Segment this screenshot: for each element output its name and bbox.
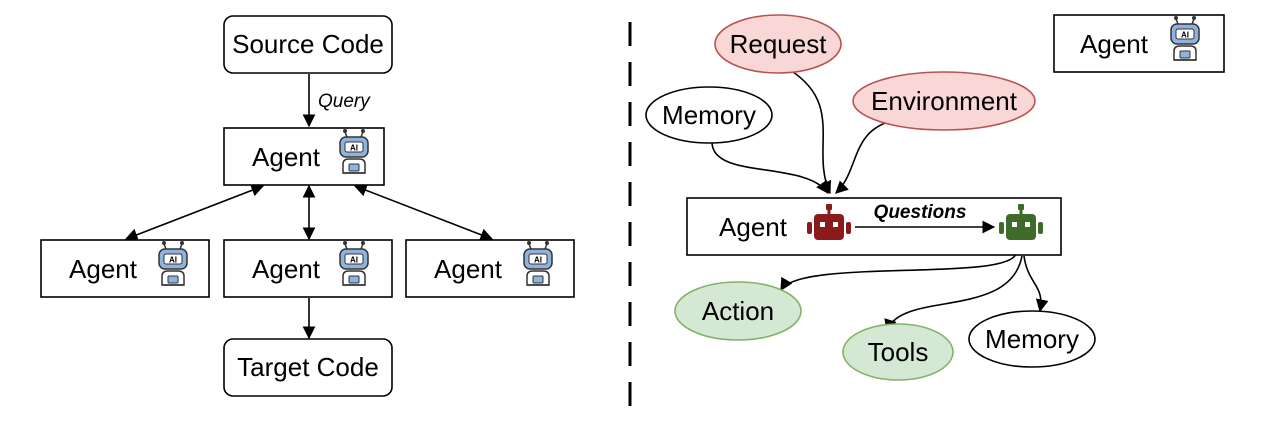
source-code-node: Source Code bbox=[223, 15, 393, 74]
robot-green-eye-right bbox=[1025, 222, 1030, 227]
environment-label: Environment bbox=[871, 86, 1018, 116]
edge-agent-to-memory bbox=[1023, 255, 1049, 313]
legend-agent-label: Agent bbox=[1080, 29, 1149, 59]
robot-red-eye-left bbox=[820, 222, 825, 227]
robot-green-eye-left bbox=[1012, 222, 1017, 227]
agent-main-node: Agent bbox=[223, 127, 385, 186]
agent-node: Agent Questions bbox=[686, 197, 1062, 256]
tools-node: Tools bbox=[842, 323, 954, 381]
agent-c-label: Agent bbox=[434, 254, 503, 284]
tools-label: Tools bbox=[868, 337, 929, 367]
right-panel: Request Memory Environment Agent Agent Q… bbox=[645, 14, 1225, 381]
edge-memory-to-agent bbox=[711, 141, 829, 195]
edge-request-to-agent bbox=[789, 69, 831, 195]
robot-red-eye-right bbox=[833, 222, 838, 227]
request-node: Request bbox=[714, 14, 842, 74]
edge-environment-to-agent bbox=[835, 119, 896, 194]
memory-in-node: Memory bbox=[645, 86, 773, 144]
action-label: Action bbox=[702, 296, 774, 326]
edge-agent-to-agent-a bbox=[124, 184, 265, 241]
agent-b-label: Agent bbox=[252, 254, 321, 284]
agent-a-label: Agent bbox=[69, 254, 138, 284]
query-edge-label: Query bbox=[318, 91, 371, 112]
legend-agent-box: Agent bbox=[1053, 14, 1225, 73]
target-code-node: Target Code bbox=[223, 338, 393, 397]
edge-agent-to-tools bbox=[884, 255, 1023, 333]
agent-main-label: Agent bbox=[252, 142, 321, 172]
edge-agent-to-agent-c bbox=[353, 184, 494, 241]
memory-out-node: Memory bbox=[968, 310, 1096, 368]
request-label: Request bbox=[730, 29, 828, 59]
memory-in-label: Memory bbox=[662, 100, 756, 130]
memory-out-label: Memory bbox=[985, 324, 1079, 354]
agent-a-node: Agent bbox=[40, 239, 210, 298]
action-node: Action bbox=[674, 281, 802, 341]
questions-label: Questions bbox=[874, 202, 967, 223]
left-panel: Query Source Code Agent Agent Agent bbox=[40, 15, 575, 397]
agent-c-node: Agent bbox=[405, 239, 575, 298]
target-code-label: Target Code bbox=[237, 352, 379, 382]
agent-b-node: Agent bbox=[223, 239, 393, 298]
agent-label: Agent bbox=[719, 212, 788, 242]
edge-agent-to-action bbox=[780, 253, 1017, 292]
source-code-label: Source Code bbox=[232, 29, 384, 59]
environment-node: Environment bbox=[852, 71, 1036, 131]
